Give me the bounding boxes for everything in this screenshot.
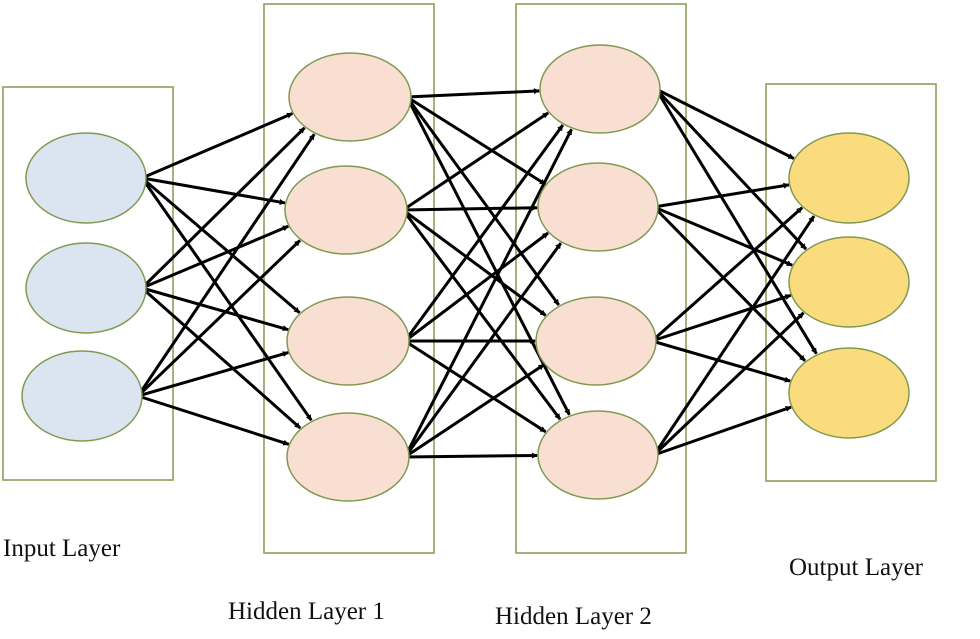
hidden1-neuron-3 <box>286 296 410 386</box>
connection-arrow <box>403 124 565 342</box>
output-neuron-3 <box>788 347 910 439</box>
connection-arrow <box>141 224 289 290</box>
output-neuron-2 <box>788 236 910 328</box>
input-neuron-3 <box>21 350 143 442</box>
connection-arrow <box>402 204 538 212</box>
connection-arrow <box>403 128 573 458</box>
hidden1-neuron-2 <box>284 165 408 255</box>
hidden2-neuron-3 <box>535 296 657 386</box>
connection-arrow <box>651 339 791 383</box>
connection-arrow <box>141 176 286 205</box>
input-neuron-2 <box>25 242 147 334</box>
output-neuron-1 <box>788 132 910 224</box>
connection-arrow <box>140 126 306 290</box>
connection-arrow <box>137 394 290 446</box>
connection-arrow <box>136 239 302 398</box>
connection-arrow <box>653 182 790 209</box>
hidden-layer-1-label: Hidden Layer 1 <box>228 598 385 625</box>
connection-arrow <box>405 96 560 306</box>
connection-arrow <box>141 286 289 332</box>
connection-arrow <box>141 176 301 314</box>
connection-arrow <box>653 205 793 267</box>
hidden2-neuron-4 <box>537 410 659 500</box>
connection-arrow <box>140 177 313 422</box>
connection-arrow <box>654 88 818 355</box>
connection-arrow <box>136 133 316 397</box>
connection-arrow <box>652 311 805 457</box>
connection-arrow <box>404 231 549 343</box>
connection-arrow <box>403 242 563 458</box>
hidden1-neuron-1 <box>288 52 412 142</box>
connection-arrow <box>406 95 547 186</box>
hidden-layer-2-label: Hidden Layer 2 <box>495 603 652 630</box>
connection-arrow <box>141 286 302 430</box>
connection-arrow <box>137 351 289 398</box>
connection-arrow <box>651 293 792 343</box>
connection-arrow <box>654 87 808 251</box>
hidden2-neuron-1 <box>539 44 661 134</box>
connection-arrow <box>404 363 545 459</box>
connection-arrow <box>406 88 540 99</box>
connection-arrow <box>653 405 792 457</box>
connection-arrow <box>655 87 795 160</box>
connection-arrow <box>404 452 538 459</box>
hidden1-neuron-4 <box>286 412 410 502</box>
connection-arrow <box>141 112 294 180</box>
connections <box>136 87 818 459</box>
neurons <box>21 44 910 502</box>
connection-arrow <box>652 215 816 456</box>
output-layer-label: Output Layer <box>789 554 924 581</box>
input-neuron-1 <box>25 132 147 224</box>
hidden2-neuron-2 <box>537 162 659 252</box>
connection-arrow <box>402 111 550 212</box>
connection-arrow <box>401 209 562 421</box>
connection-arrow <box>651 206 804 343</box>
connection-arrow <box>404 339 547 434</box>
input-layer-label: Input Layer <box>3 535 121 562</box>
